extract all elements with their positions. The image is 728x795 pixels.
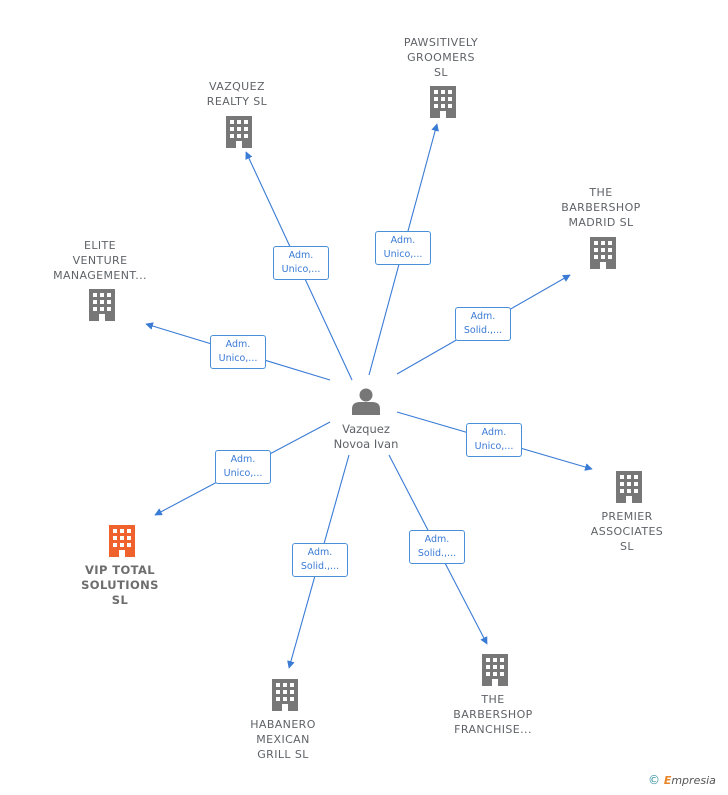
company-label-vazquez-realty[interactable]: VAZQUEZ REALTY SL (206, 80, 268, 108)
edge-label-barbershop-madrid[interactable]: Adm. Solid.,... (455, 307, 511, 341)
building-icon-elite-venture[interactable] (89, 289, 115, 321)
building-icon-pawsitively-groomers[interactable] (430, 86, 456, 118)
building-icon-vazquez-realty[interactable] (226, 116, 252, 148)
company-label-barbershop-franchise[interactable]: THE BARBERSHOP FRANCHISE... (453, 693, 533, 736)
empresia-logo: Empresia (663, 774, 716, 787)
edge-role-line1: Adm. (288, 250, 314, 261)
edge-label-habanero[interactable]: Adm. Solid.,... (292, 543, 348, 577)
edge-role-line1: Adm. (424, 534, 450, 545)
copyright-icon: © (648, 773, 660, 787)
edge-label-premier-associates[interactable]: Adm. Unico,... (466, 423, 522, 457)
company-label-elite-venture[interactable]: ELITE VENTURE MANAGEMENT... (53, 239, 147, 282)
building-icon-barbershop-franchise[interactable] (482, 654, 508, 686)
edge-role-line1: Adm. (307, 547, 333, 558)
edge-role-line2: Unico,... (383, 249, 423, 260)
edge-role-line2: Solid.,... (300, 561, 340, 572)
edge-role-line1: Adm. (225, 339, 251, 350)
company-label-vip-total[interactable]: VIP TOTAL SOLUTIONS SL (81, 563, 159, 607)
company-label-barbershop-madrid[interactable]: THE BARBERSHOP MADRID SL (561, 186, 641, 229)
edge-role-line2: Solid.,... (463, 325, 503, 336)
edge-role-line2: Unico,... (223, 468, 263, 479)
building-icon-habanero[interactable] (272, 679, 298, 711)
edge-label-vip-total[interactable]: Adm. Unico,... (215, 450, 271, 484)
person-icon[interactable] (352, 388, 380, 416)
edge-role-line2: Solid.,... (417, 548, 457, 559)
person-name-label[interactable]: Vazquez Novoa Ivan (333, 422, 399, 451)
building-icon-barbershop-madrid[interactable] (590, 237, 616, 269)
edge-role-line1: Adm. (481, 427, 507, 438)
edge-role-line2: Unico,... (281, 264, 321, 275)
edge-label-pawsitively-groomers[interactable]: Adm. Unico,... (375, 231, 431, 265)
edge-role-line2: Unico,... (474, 441, 514, 452)
edge-role-line2: Unico,... (218, 353, 258, 364)
edge-label-vazquez-realty[interactable]: Adm. Unico,... (273, 246, 329, 280)
building-icon-vip-total[interactable] (109, 525, 135, 557)
company-label-premier-associates[interactable]: PREMIER ASSOCIATES SL (590, 510, 664, 553)
edge-role-line1: Adm. (470, 311, 496, 322)
edge-label-elite-venture[interactable]: Adm. Unico,... (210, 335, 266, 369)
company-label-habanero[interactable]: HABANERO MEXICAN GRILL SL (250, 718, 316, 761)
edge-role-line1: Adm. (230, 454, 256, 465)
company-label-pawsitively-groomers[interactable]: PAWSITIVELY GROOMERS SL (403, 36, 479, 79)
copyright-footer: © Empresia (648, 773, 716, 787)
edge-label-barbershop-franchise[interactable]: Adm. Solid.,... (409, 530, 465, 564)
building-icon-premier-associates[interactable] (616, 471, 642, 503)
edge-role-line1: Adm. (390, 235, 416, 246)
